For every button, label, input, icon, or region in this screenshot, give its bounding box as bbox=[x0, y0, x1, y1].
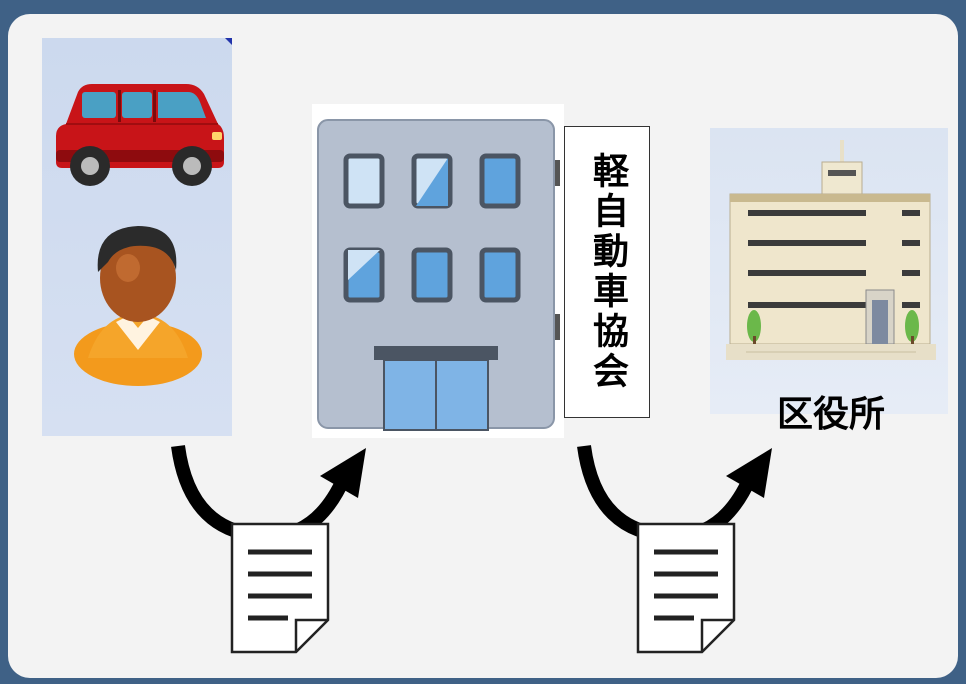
association-label: 軽自動車協会 bbox=[587, 152, 628, 392]
document-icon bbox=[230, 522, 330, 654]
person-icon bbox=[74, 226, 202, 386]
association-label-box: 軽自動車協会 bbox=[564, 126, 650, 418]
car-icon bbox=[56, 84, 224, 186]
office-building-icon bbox=[317, 119, 560, 431]
ward-office-label: 区役所 bbox=[776, 394, 885, 435]
city-hall-icon bbox=[726, 140, 936, 360]
document-icon bbox=[636, 522, 736, 654]
corner-marker bbox=[225, 38, 232, 45]
